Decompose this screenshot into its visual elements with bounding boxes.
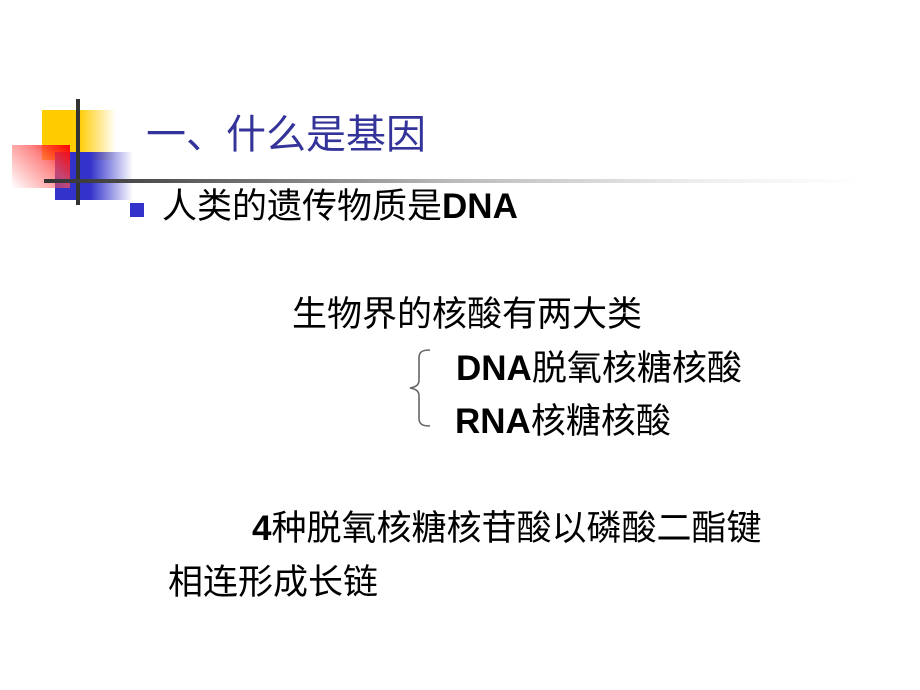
rna-abbr: RNA xyxy=(455,402,531,441)
bullet-text: 人类的遗传物质是DNA xyxy=(162,185,518,229)
nucleic-acid-type-rna: RNA核糖核酸 xyxy=(455,400,671,444)
square-bullet-icon xyxy=(130,203,144,217)
curly-brace-icon xyxy=(409,349,431,427)
title-underline-rule xyxy=(44,179,864,183)
bullet-text-dna: DNA xyxy=(442,187,518,226)
dna-abbr: DNA xyxy=(456,349,532,388)
decorative-vertical-line xyxy=(76,99,80,205)
slide-title: 一、什么是基因 xyxy=(146,112,426,158)
bullet-text-cn: 人类的遗传物质是 xyxy=(162,187,443,227)
structure-line-2: 相连形成长链 xyxy=(168,563,379,603)
rna-name: 核糖核酸 xyxy=(530,402,671,442)
structure-line-1: 4种脱氧核糖核苷酸以磷酸二酯键 xyxy=(252,507,761,551)
nucleotide-count: 4 xyxy=(252,509,272,548)
nucleic-acid-heading: 生物界的核酸有两大类 xyxy=(292,295,643,335)
nucleic-acid-type-dna: DNA脱氧核糖核酸 xyxy=(456,347,742,391)
dna-name: 脱氧核糖核酸 xyxy=(531,349,742,389)
structure-line-1-text: 种脱氧核糖核苷酸以磷酸二酯键 xyxy=(271,509,762,549)
